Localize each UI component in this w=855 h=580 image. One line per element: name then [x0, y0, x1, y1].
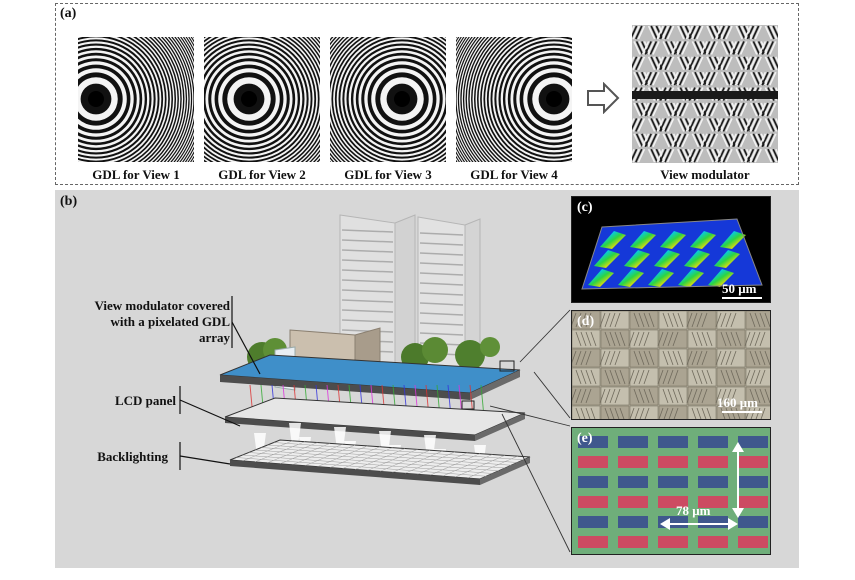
label-view-modulator-line3: array — [198, 330, 230, 345]
label-lcd-panel: LCD panel — [114, 393, 176, 408]
label-view-modulator-line2: with a pixelated GDL — [110, 314, 230, 329]
inset-d-scale: 160 μm — [717, 395, 758, 410]
caption-view-3: GDL for View 3 — [344, 167, 432, 182]
caption-view-2: GDL for View 2 — [218, 167, 306, 182]
inset-d-label: (d) — [577, 314, 595, 329]
label-backlighting: Backlighting — [97, 449, 168, 464]
panel-b-label: (b) — [60, 194, 78, 209]
display-stack-illustration — [180, 195, 560, 535]
inset-e-scale: 78 μm — [676, 503, 711, 518]
building-illustration — [339, 214, 481, 371]
inset-c-scale-bar — [722, 297, 762, 299]
right-arrow-icon — [586, 81, 620, 115]
caption-view-4: GDL for View 4 — [470, 167, 558, 182]
caption-view-modulator: View modulator — [660, 167, 750, 182]
panel-a-label: (a) — [60, 6, 77, 21]
inset-e-label: (e) — [577, 431, 593, 446]
label-leader-lines — [179, 296, 261, 470]
label-view-modulator: View modulator covered with a pixelated … — [60, 298, 230, 346]
gdl-view-2-pattern — [204, 37, 320, 162]
label-view-modulator-line1: View modulator covered — [94, 298, 230, 313]
inset-c-3d-profile: (c) 50 μm — [571, 196, 771, 303]
inset-c-label: (c) — [577, 200, 593, 215]
gdl-view-4-pattern — [456, 37, 572, 162]
gdl-view-1-pattern — [78, 37, 194, 162]
inset-c-scale: 50 μm — [722, 281, 757, 296]
inset-d-micrograph: (d) 160 μm — [571, 310, 771, 420]
gdl-view-3-pattern — [330, 37, 446, 162]
view-modulator-pattern — [627, 25, 783, 163]
caption-view-1: GDL for View 1 — [92, 167, 180, 182]
inset-d-scale-bar — [722, 411, 762, 413]
zoom-connector-lines — [490, 309, 571, 553]
inset-e-lcd-pixels: (e) 78 μm — [571, 427, 771, 555]
